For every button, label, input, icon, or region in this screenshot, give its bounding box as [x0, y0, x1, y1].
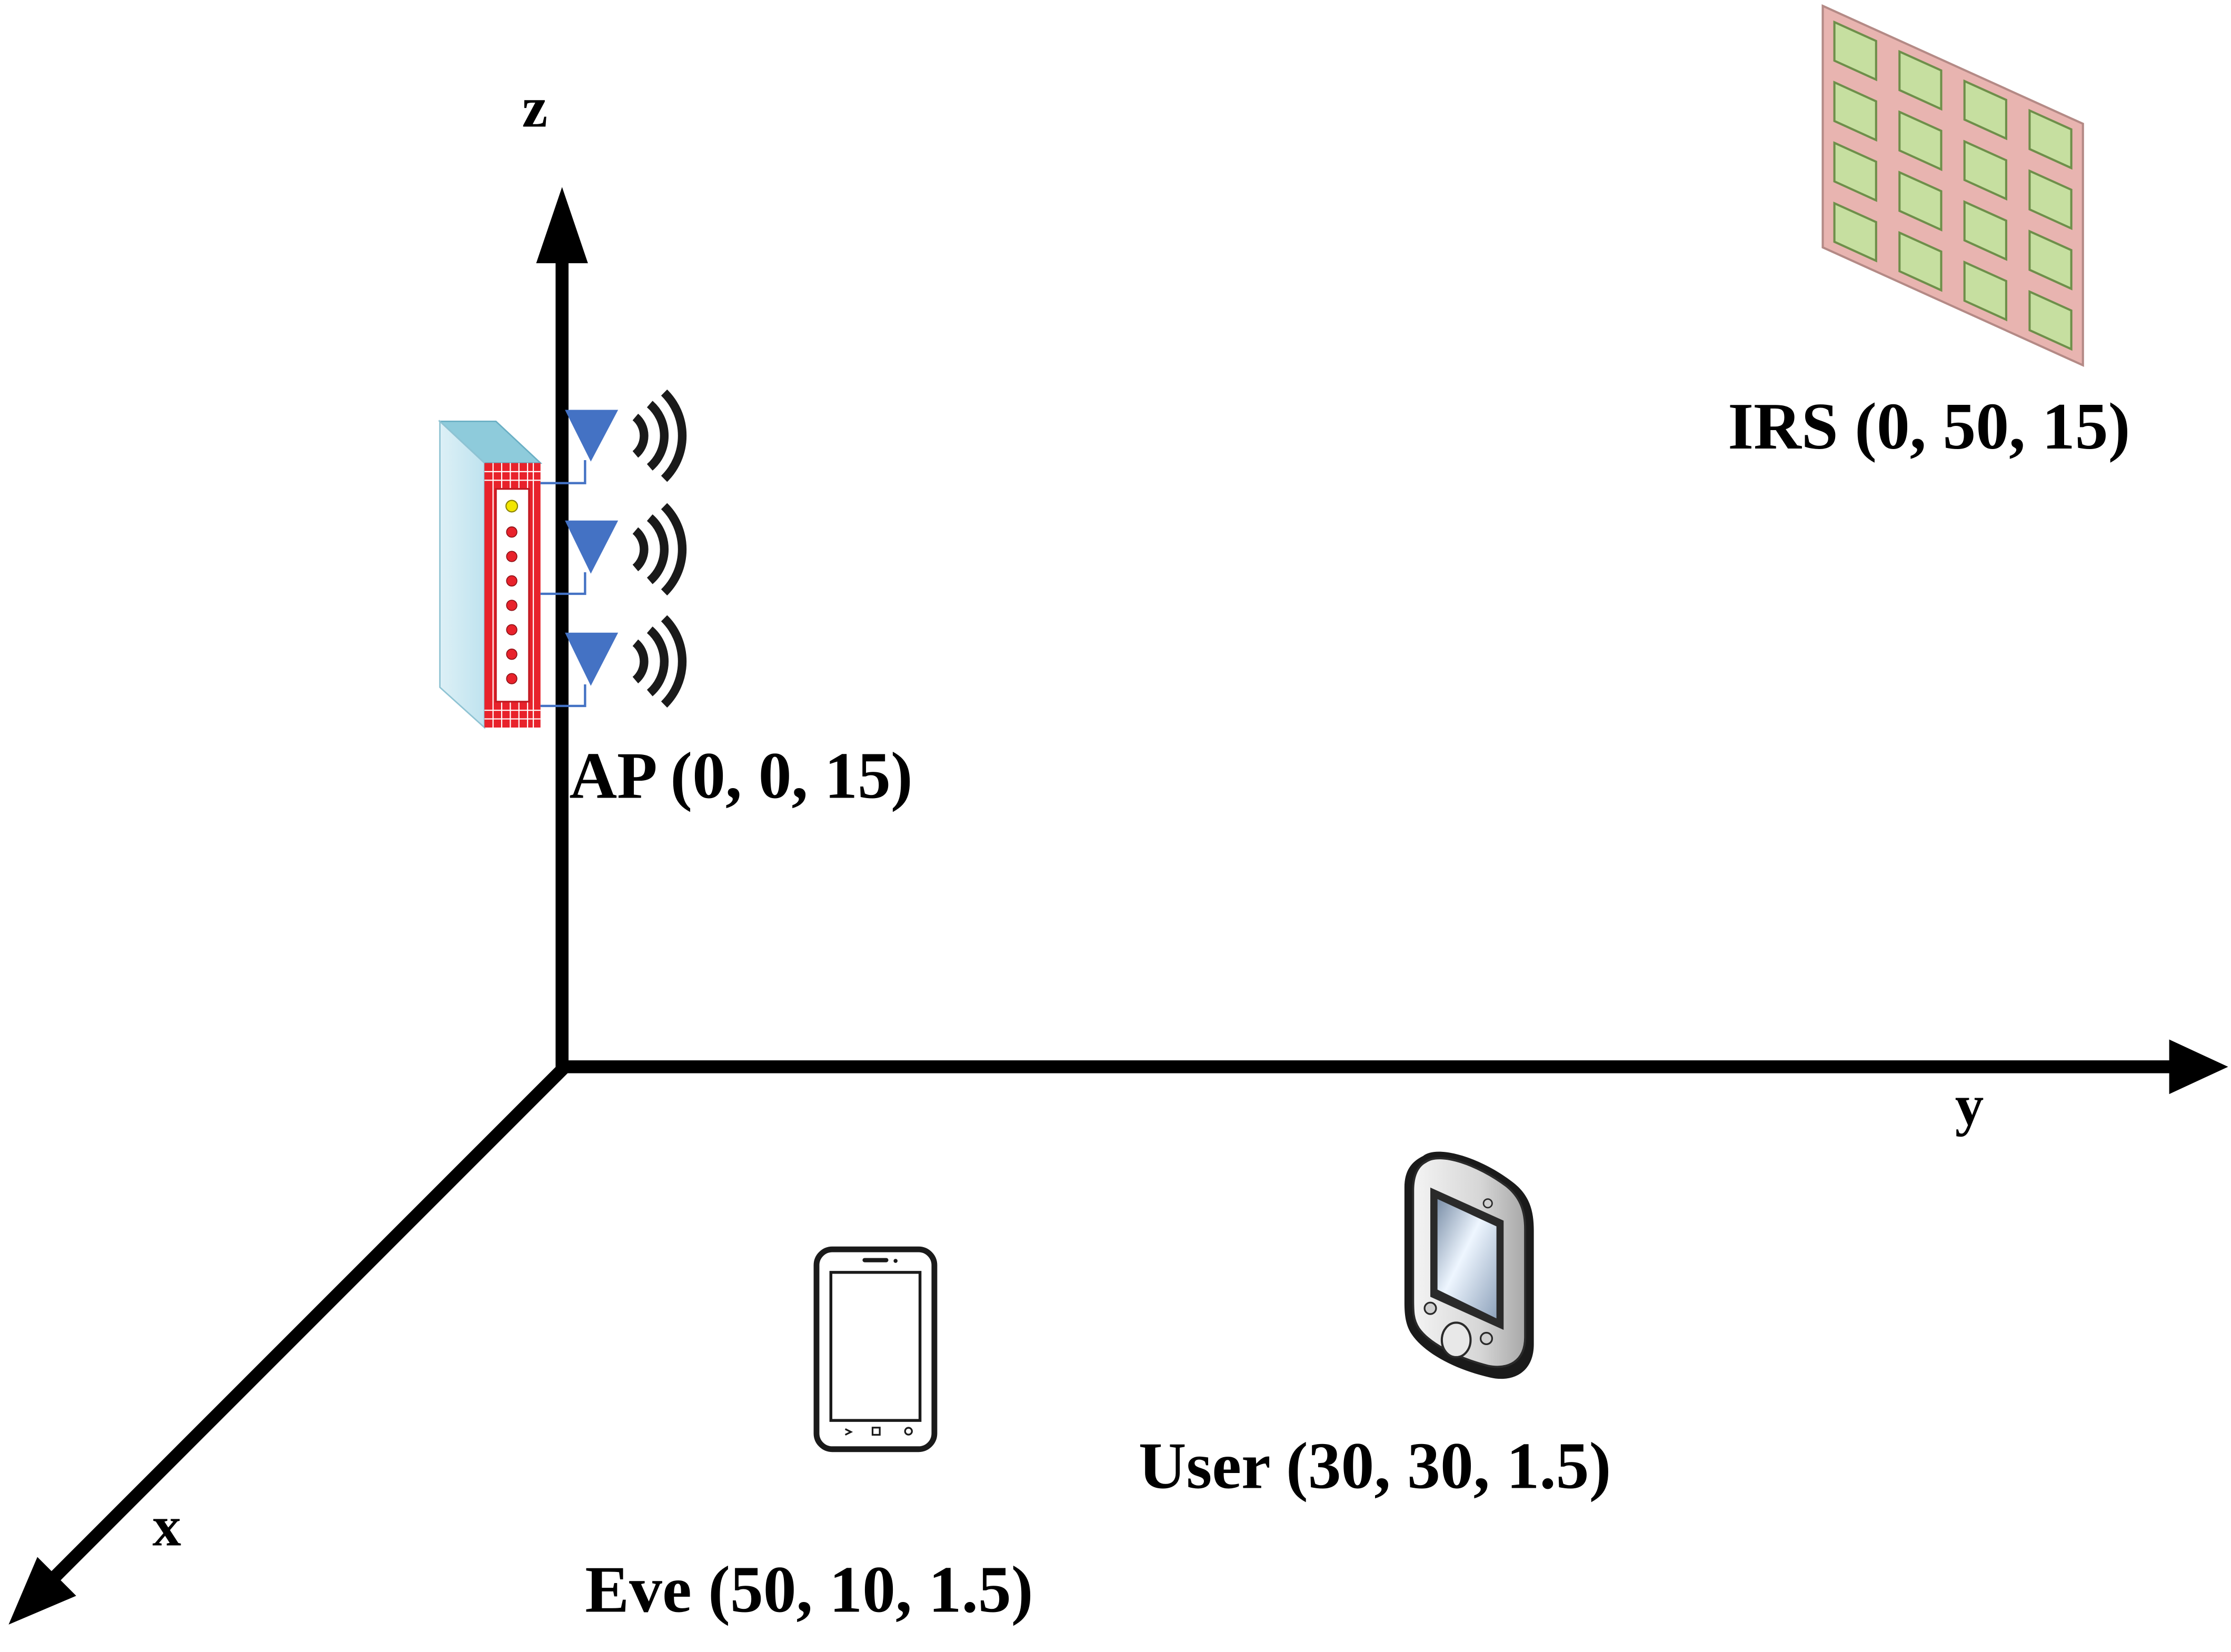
irs-element	[1963, 140, 2007, 201]
y-axis-arrowhead	[2169, 1039, 2228, 1094]
ap-label: AP (0, 0, 15)	[569, 740, 912, 813]
phone-screen	[829, 1271, 922, 1422]
eve-label: Eve (50, 10, 1.5)	[585, 1553, 1033, 1626]
ap-front-face	[439, 420, 485, 730]
z-axis-label: z	[522, 76, 547, 140]
access-point-icon	[438, 389, 687, 730]
irs-label: IRS (0, 50, 15)	[1728, 390, 2130, 463]
smartphone-icon	[813, 1246, 938, 1452]
ap-panel-inner	[495, 488, 530, 703]
irs-element	[2028, 108, 2073, 170]
irs-backplate	[1821, 4, 2084, 367]
ap-panel-grid	[484, 463, 541, 728]
pda-top-button	[1482, 1198, 1493, 1209]
irs-elements	[1833, 20, 2073, 351]
x-axis	[50, 1060, 571, 1582]
coordinate-axes: z y x	[8, 76, 2228, 1625]
x-axis-label: x	[152, 1495, 181, 1558]
antenna-icon	[565, 410, 619, 686]
wireless-signal-icon	[632, 389, 687, 708]
pda-nav-button	[1440, 1321, 1472, 1359]
irs-element	[2028, 290, 2073, 351]
ap-power-led	[505, 500, 519, 513]
irs-element	[2028, 169, 2073, 231]
irs-element	[1898, 110, 1943, 172]
irs-element	[1833, 81, 1877, 142]
irs-element	[1963, 260, 2007, 322]
irs-panel-icon	[1821, 4, 2084, 367]
irs-element	[1963, 200, 2007, 261]
ap-antenna-cables	[540, 460, 586, 708]
irs-element	[2028, 230, 2073, 291]
pda-screen	[1437, 1199, 1497, 1319]
ap-status-leds	[506, 526, 517, 684]
user-label: User (30, 30, 1.5)	[1139, 1429, 1611, 1502]
z-axis-arrowhead	[536, 187, 588, 263]
irs-element	[1963, 79, 2007, 141]
pda-right-button	[1479, 1331, 1493, 1346]
x-axis-arrowhead	[8, 1557, 76, 1625]
irs-element	[1898, 231, 1943, 292]
pda-left-button	[1423, 1301, 1437, 1315]
phone-nav-buttons	[844, 1427, 913, 1436]
phone-speaker	[862, 1258, 889, 1262]
irs-element	[1833, 201, 1877, 263]
irs-element	[1898, 49, 1943, 111]
pda-device-icon	[1404, 1151, 1534, 1379]
phone-camera	[893, 1259, 898, 1263]
irs-element	[1833, 20, 1877, 82]
irs-element	[1833, 141, 1877, 202]
irs-element	[1898, 171, 1943, 232]
y-axis-label: y	[1955, 1073, 1984, 1137]
